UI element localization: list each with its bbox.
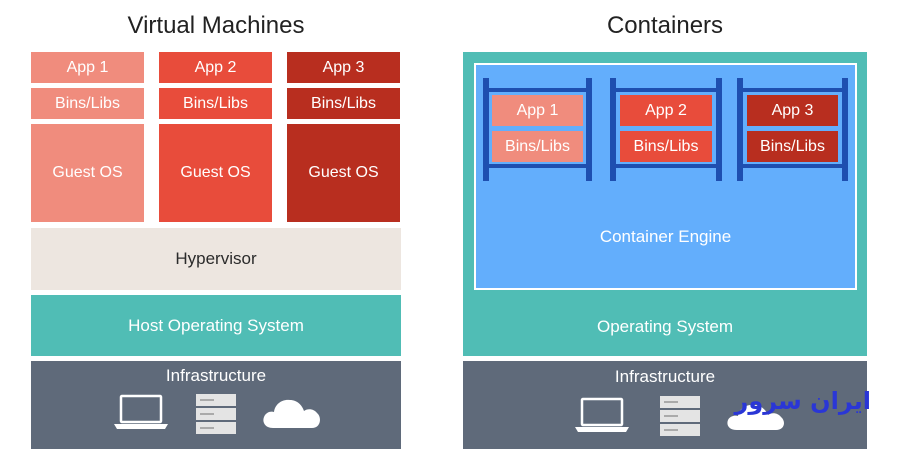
vm-guest-os-3: Guest OS (287, 124, 400, 222)
container-2-left-rail (610, 78, 616, 181)
vm-guest-os-1: Guest OS (31, 124, 144, 222)
container-app-3: App 3 (747, 95, 838, 126)
container-bins-3: Bins/Libs (747, 131, 838, 162)
container-infrastructure-layer: Infrastructure ایران سرور (463, 361, 871, 449)
container-bins-2: Bins/Libs (620, 131, 712, 162)
containers-title: Containers (606, 12, 724, 39)
container-3-right-rail (842, 78, 848, 181)
hypervisor-layer: Hypervisor (31, 228, 401, 290)
vm-bins-3: Bins/Libs (287, 88, 400, 119)
container-app-2: App 2 (620, 95, 712, 126)
container-1-right-rail (586, 78, 592, 181)
container-app-1: App 1 (492, 95, 583, 126)
container-2-bottom-bar (610, 164, 722, 168)
vm-app-1: App 1 (31, 52, 144, 83)
container-3-left-rail (737, 78, 743, 181)
laptop-icon (575, 397, 629, 432)
container-infrastructure-label: Infrastructure (614, 367, 716, 386)
container-1-left-rail (483, 78, 489, 181)
container-1-top-bar (483, 88, 592, 92)
container-3-top-bar (737, 88, 848, 92)
container-2-top-bar (610, 88, 722, 92)
watermark-logo: ایران سرور (734, 387, 872, 415)
container-engine-label: Container Engine (599, 227, 732, 246)
server-icon (660, 396, 700, 436)
vm-guest-os-2: Guest OS (159, 124, 272, 222)
vm-bins-2: Bins/Libs (159, 88, 272, 119)
server-icon (196, 394, 236, 434)
container-1-bottom-bar (483, 164, 592, 168)
host-os-layer: Host Operating System (31, 295, 401, 356)
vm-infrastructure-layer: Infrastructure (31, 361, 401, 449)
cloud-icon (263, 399, 320, 428)
container-2-right-rail (716, 78, 722, 181)
vm-bins-1: Bins/Libs (31, 88, 144, 119)
container-3-bottom-bar (737, 164, 848, 168)
operating-system-label: Operating System (596, 317, 734, 336)
laptop-icon (114, 394, 168, 429)
vm-infrastructure-label: Infrastructure (165, 366, 267, 385)
container-bins-1: Bins/Libs (492, 131, 583, 162)
vm-app-2: App 2 (159, 52, 272, 83)
vm-title: Virtual Machines (127, 12, 305, 39)
vm-app-3: App 3 (287, 52, 400, 83)
cloud-icon (727, 404, 784, 430)
